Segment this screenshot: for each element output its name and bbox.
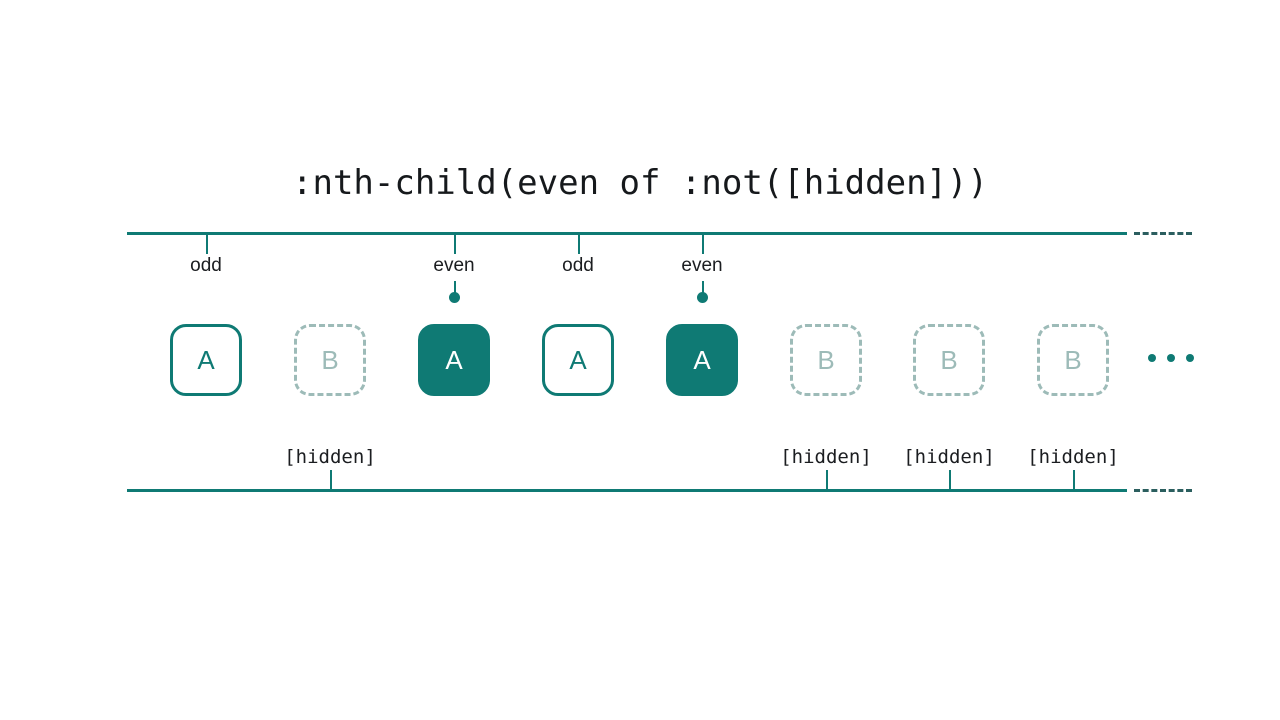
ellipsis-icon: [1148, 354, 1194, 362]
hidden-attribute-label: [hidden]: [780, 446, 872, 468]
element-box-a[interactable]: A: [542, 324, 614, 396]
element-box-a[interactable]: A: [418, 324, 490, 396]
top-rail-tick: [454, 234, 456, 254]
position-label-odd: odd: [562, 255, 594, 276]
position-label-even: even: [433, 255, 475, 276]
top-rail-continuation-dashes: [1134, 232, 1192, 235]
element-box-b[interactable]: B: [1037, 324, 1109, 396]
top-rail-tick: [702, 234, 704, 254]
bottom-rail-tick: [949, 470, 951, 490]
top-rail-tick: [578, 234, 580, 254]
hidden-attribute-label: [hidden]: [1027, 446, 1119, 468]
hidden-attribute-label: [hidden]: [903, 446, 995, 468]
position-label-odd: odd: [190, 255, 222, 276]
bottom-rail-line: [127, 489, 1127, 492]
top-rail-line: [127, 232, 1127, 235]
ellipsis-dot: [1186, 354, 1194, 362]
element-box-a[interactable]: A: [170, 324, 242, 396]
match-connector-stem: [454, 281, 456, 297]
bottom-rail-tick: [826, 470, 828, 490]
bottom-rail-continuation-dashes: [1134, 489, 1192, 492]
bottom-rail-tick: [1073, 470, 1075, 490]
top-rail-tick: [206, 234, 208, 254]
element-box-a[interactable]: A: [666, 324, 738, 396]
position-label-even: even: [681, 255, 723, 276]
ellipsis-dot: [1167, 354, 1175, 362]
match-connector-dot: [696, 292, 708, 303]
hidden-attribute-label: [hidden]: [284, 446, 376, 468]
match-connector-stem: [702, 281, 704, 297]
element-box-b[interactable]: B: [913, 324, 985, 396]
element-box-b[interactable]: B: [790, 324, 862, 396]
element-box-b[interactable]: B: [294, 324, 366, 396]
match-connector-dot: [448, 292, 460, 303]
bottom-rail-tick: [330, 470, 332, 490]
diagram-title: :nth-child(even of :not([hidden])): [292, 163, 988, 203]
ellipsis-dot: [1148, 354, 1156, 362]
